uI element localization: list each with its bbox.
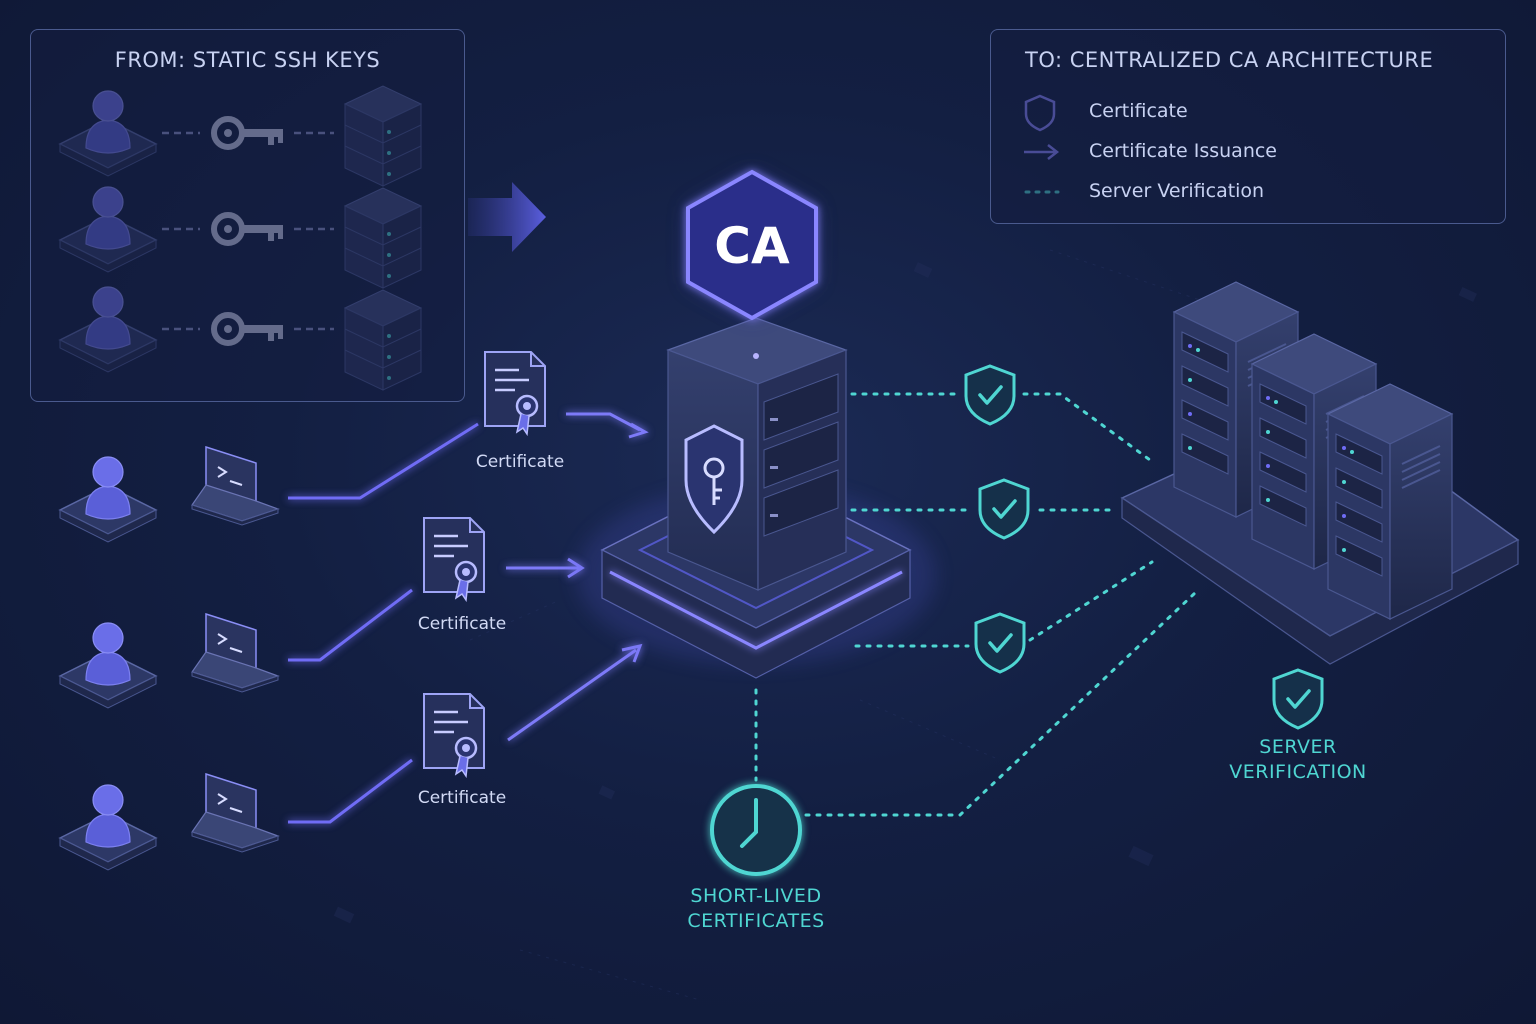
server-cluster — [1120, 281, 1520, 665]
from-static-keys-panel: FROM: STATIC SSH KEYS — [30, 29, 465, 402]
verified-shield-icon — [964, 364, 1016, 426]
certificate-document-icon — [422, 692, 486, 778]
clock-icon — [710, 784, 802, 876]
ca-label: CA — [714, 217, 790, 275]
server-verification-lines — [754, 392, 1198, 817]
verified-shield-icon — [978, 478, 1030, 540]
verified-shield-icon — [974, 612, 1026, 674]
short-lived-line-2: CERTIFICATES — [687, 910, 825, 932]
legend-panel-title: TO: CENTRALIZED CA ARCHITECTURE — [1025, 48, 1434, 72]
legend-item-issuance: Certificate Issuance — [1075, 140, 1277, 162]
server-verification-line-2: VERIFICATION — [1229, 761, 1367, 783]
transition-arrow-icon — [468, 182, 546, 252]
server-verification-shield-icon — [1272, 668, 1324, 730]
certificate-label: Certificate — [417, 614, 507, 634]
legend-panel: TO: CENTRALIZED CA ARCHITECTURE Certific… — [990, 29, 1506, 224]
client-users-group — [59, 446, 279, 871]
certificate-label: Certificate — [417, 788, 507, 808]
laptop-terminal-icon — [191, 446, 279, 526]
ca-server-tower — [576, 317, 936, 679]
legend-label: Certificate — [1089, 100, 1188, 122]
legend-item-verification: Server Verification — [1075, 180, 1264, 202]
certificate-label: Certificate — [475, 452, 565, 472]
certificate-document-icon — [422, 516, 486, 602]
legend-label: Certificate Issuance — [1089, 140, 1277, 162]
legend-item-certificate: Certificate — [1075, 100, 1188, 122]
laptop-terminal-icon — [191, 613, 279, 693]
user-icon — [59, 622, 157, 709]
background-decoration — [333, 249, 1477, 1001]
from-panel-title: FROM: STATIC SSH KEYS — [114, 48, 381, 72]
short-lived-line-1: SHORT-LIVED — [690, 885, 822, 907]
client-1 — [59, 446, 279, 543]
user-icon — [59, 456, 157, 543]
certificate-document-icon — [483, 350, 547, 436]
client-2 — [59, 613, 279, 709]
client-3 — [59, 773, 279, 871]
laptop-terminal-icon — [191, 773, 279, 853]
certificate-issuance-lines — [288, 412, 649, 824]
legend-label: Server Verification — [1089, 180, 1265, 202]
server-verification-label: SERVER VERIFICATION — [1198, 735, 1398, 785]
ca-hexagon-badge — [686, 169, 818, 359]
server-verification-line-1: SERVER — [1259, 736, 1337, 758]
short-lived-certificates-label: SHORT-LIVED CERTIFICATES — [656, 884, 856, 934]
server-icon — [1327, 383, 1453, 620]
user-icon — [59, 784, 157, 871]
